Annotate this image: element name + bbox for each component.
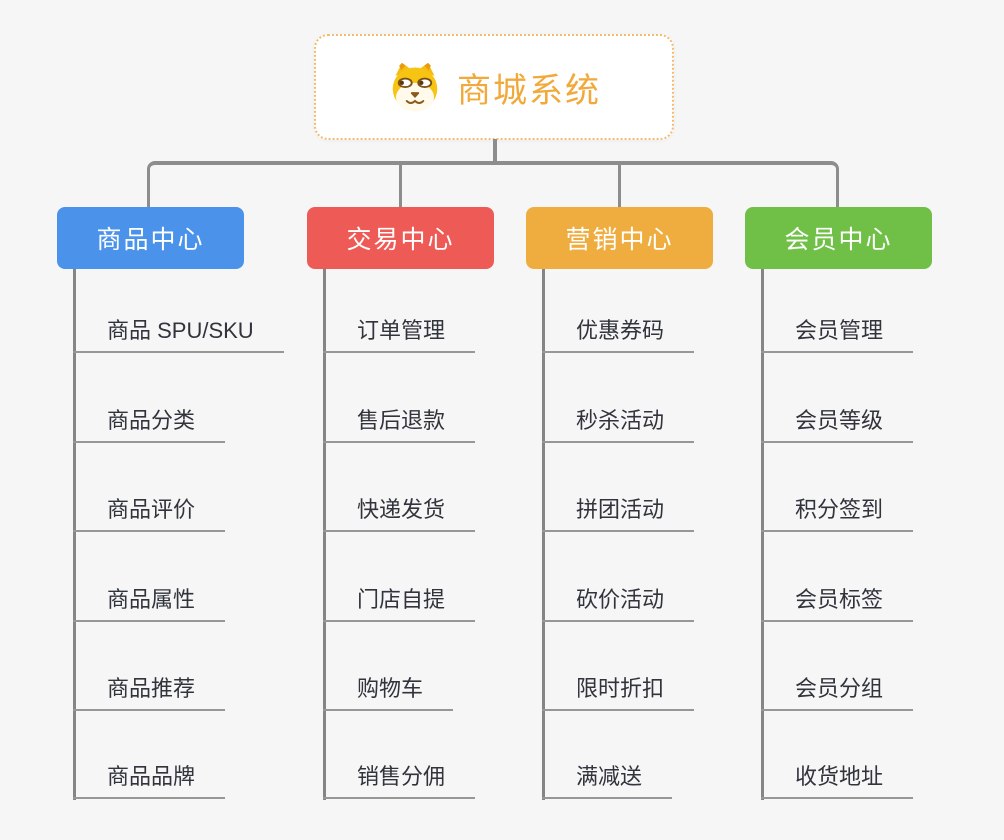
topic-item[interactable]: 销售分佣 (323, 764, 476, 799)
root-topic[interactable]: 商城系统 (314, 34, 674, 140)
branch-connector-bus (147, 161, 839, 207)
branch-column-member: 会员管理 会员等级 积分签到 会员标签 会员分组 收货地址 (761, 269, 1001, 809)
topic-item[interactable]: 商品推荐 (73, 676, 226, 711)
branch-header-trade-center[interactable]: 交易中心 (307, 207, 494, 269)
topic-item[interactable]: 积分签到 (761, 497, 914, 532)
topic-item[interactable]: 商品品牌 (73, 764, 226, 799)
topic-item[interactable]: 售后退款 (323, 408, 476, 443)
column-connector-line (761, 269, 764, 800)
branch-column-marketing: 优惠券码 秒杀活动 拼团活动 砍价活动 限时折扣 满减送 (542, 269, 782, 809)
branch-column-product: 商品 SPU/SKU 商品分类 商品评价 商品属性 商品推荐 商品品牌 (73, 269, 313, 809)
column-connector-line (542, 269, 545, 800)
topic-item[interactable]: 秒杀活动 (542, 408, 695, 443)
topic-item[interactable]: 砍价活动 (542, 587, 695, 622)
topic-item[interactable]: 订单管理 (323, 318, 476, 353)
branch-header-marketing-center[interactable]: 营销中心 (526, 207, 713, 269)
branch-connector-drop (618, 163, 621, 207)
topic-item[interactable]: 商品 SPU/SKU (73, 318, 284, 353)
topic-item[interactable]: 满减送 (542, 764, 673, 799)
topic-item[interactable]: 会员等级 (761, 408, 914, 443)
topic-item[interactable]: 会员管理 (761, 318, 914, 353)
branch-header-member-center[interactable]: 会员中心 (745, 207, 932, 269)
branch-connector-drop (399, 163, 402, 207)
column-connector-line (73, 269, 76, 800)
topic-item[interactable]: 快递发货 (323, 497, 476, 532)
column-connector-line (323, 269, 326, 800)
topic-item[interactable]: 会员标签 (761, 587, 914, 622)
dog-face-icon (392, 62, 438, 112)
root-topic-label: 商城系统 (457, 71, 601, 110)
topic-item[interactable]: 限时折扣 (542, 676, 695, 711)
branch-column-trade: 订单管理 售后退款 快递发货 门店自提 购物车 销售分佣 (323, 269, 563, 809)
topic-item[interactable]: 购物车 (323, 676, 454, 711)
topic-item[interactable]: 拼团活动 (542, 497, 695, 532)
branch-header-product-center[interactable]: 商品中心 (57, 207, 244, 269)
topic-item[interactable]: 会员分组 (761, 676, 914, 711)
topic-item[interactable]: 商品分类 (73, 408, 226, 443)
topic-item[interactable]: 商品评价 (73, 497, 226, 532)
topic-item[interactable]: 优惠券码 (542, 318, 695, 353)
topic-item[interactable]: 商品属性 (73, 587, 226, 622)
topic-item[interactable]: 收货地址 (761, 764, 914, 799)
root-connector-stem (493, 139, 497, 162)
topic-item[interactable]: 门店自提 (323, 587, 476, 622)
